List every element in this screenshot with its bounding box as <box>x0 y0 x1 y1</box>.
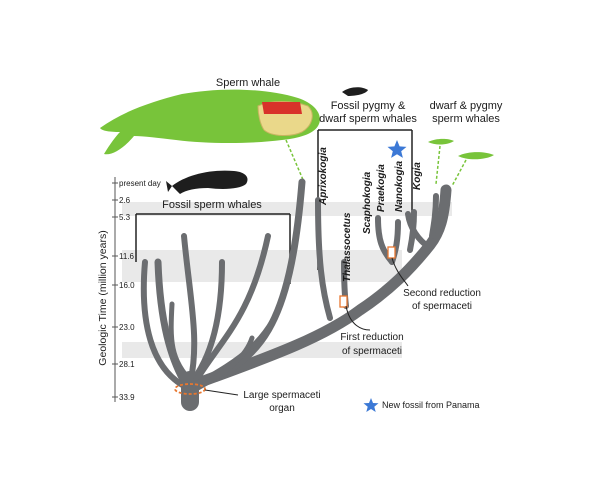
pygmy-whale-icon <box>342 87 368 96</box>
sperm-whale-label: Sperm whale <box>216 77 280 89</box>
axis-title: Geologic Time (million years) <box>97 230 109 365</box>
fossil-whale-icon <box>166 170 248 194</box>
large-organ-marker <box>174 383 206 395</box>
first-reduction-marker <box>339 295 348 308</box>
dwarf-pygmy-label: sperm whales <box>432 113 500 125</box>
tick-label: present day <box>119 179 161 188</box>
first-reduction-label: of spermaceti <box>342 346 402 357</box>
second-reduction-label: Second reduction <box>403 288 481 299</box>
legend-label: New fossil from Panama <box>382 400 480 410</box>
tick-label: 33.9 <box>119 393 135 402</box>
pygmy-whale-icon <box>428 138 494 187</box>
large-organ-label: Large spermaceti <box>243 390 320 401</box>
dwarf-pygmy-label: dwarf & pygmy <box>430 100 503 112</box>
taxon-label: Aprixokogia <box>318 147 329 206</box>
taxon-label: Thalassocetus <box>342 212 353 282</box>
large-organ-label: organ <box>269 403 295 414</box>
time-axis: present day 2.6 5.3 11.6 16.0 23.0 28.1 … <box>97 177 161 402</box>
legend: New fossil from Panama <box>363 398 480 412</box>
tick-label: 2.6 <box>119 196 131 205</box>
taxon-label: Nanokogia <box>394 160 405 212</box>
fossil-pygmy-label: Fossil pygmy & <box>331 100 406 112</box>
star-icon <box>363 398 379 412</box>
second-reduction-label: of spermaceti <box>412 301 472 312</box>
sperm-whale-icon: Sperm whale <box>100 77 320 183</box>
taxon-label: Scaphokogia <box>362 171 373 234</box>
tick-label: 16.0 <box>119 281 135 290</box>
fossil-pygmy-label: dwarf sperm whales <box>319 113 417 125</box>
fossil-sperm-whales-label: Fossil sperm whales <box>162 199 262 211</box>
tick-label: 11.6 <box>119 252 135 261</box>
first-reduction-label: First reduction <box>340 332 403 343</box>
tick-label: 5.3 <box>119 213 131 222</box>
taxon-label: Kogia <box>412 162 423 190</box>
second-reduction-marker <box>387 246 396 259</box>
tick-label: 28.1 <box>119 360 135 369</box>
time-band <box>122 202 452 216</box>
star-icon <box>387 140 407 158</box>
tick-label: 23.0 <box>119 323 135 332</box>
taxon-label: Praekogia <box>376 164 387 212</box>
